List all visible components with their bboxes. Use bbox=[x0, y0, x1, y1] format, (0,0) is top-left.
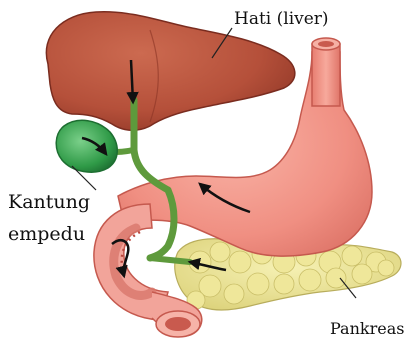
liver bbox=[46, 12, 294, 130]
label-gallbladder-line1: Kantung bbox=[8, 191, 90, 213]
esophagus bbox=[312, 38, 340, 106]
label-gallbladder-line2: empedu bbox=[8, 223, 85, 245]
label-liver: Hati (liver) bbox=[234, 9, 329, 29]
gallbladder bbox=[56, 120, 117, 172]
label-pancreas: Pankreas bbox=[330, 319, 404, 338]
